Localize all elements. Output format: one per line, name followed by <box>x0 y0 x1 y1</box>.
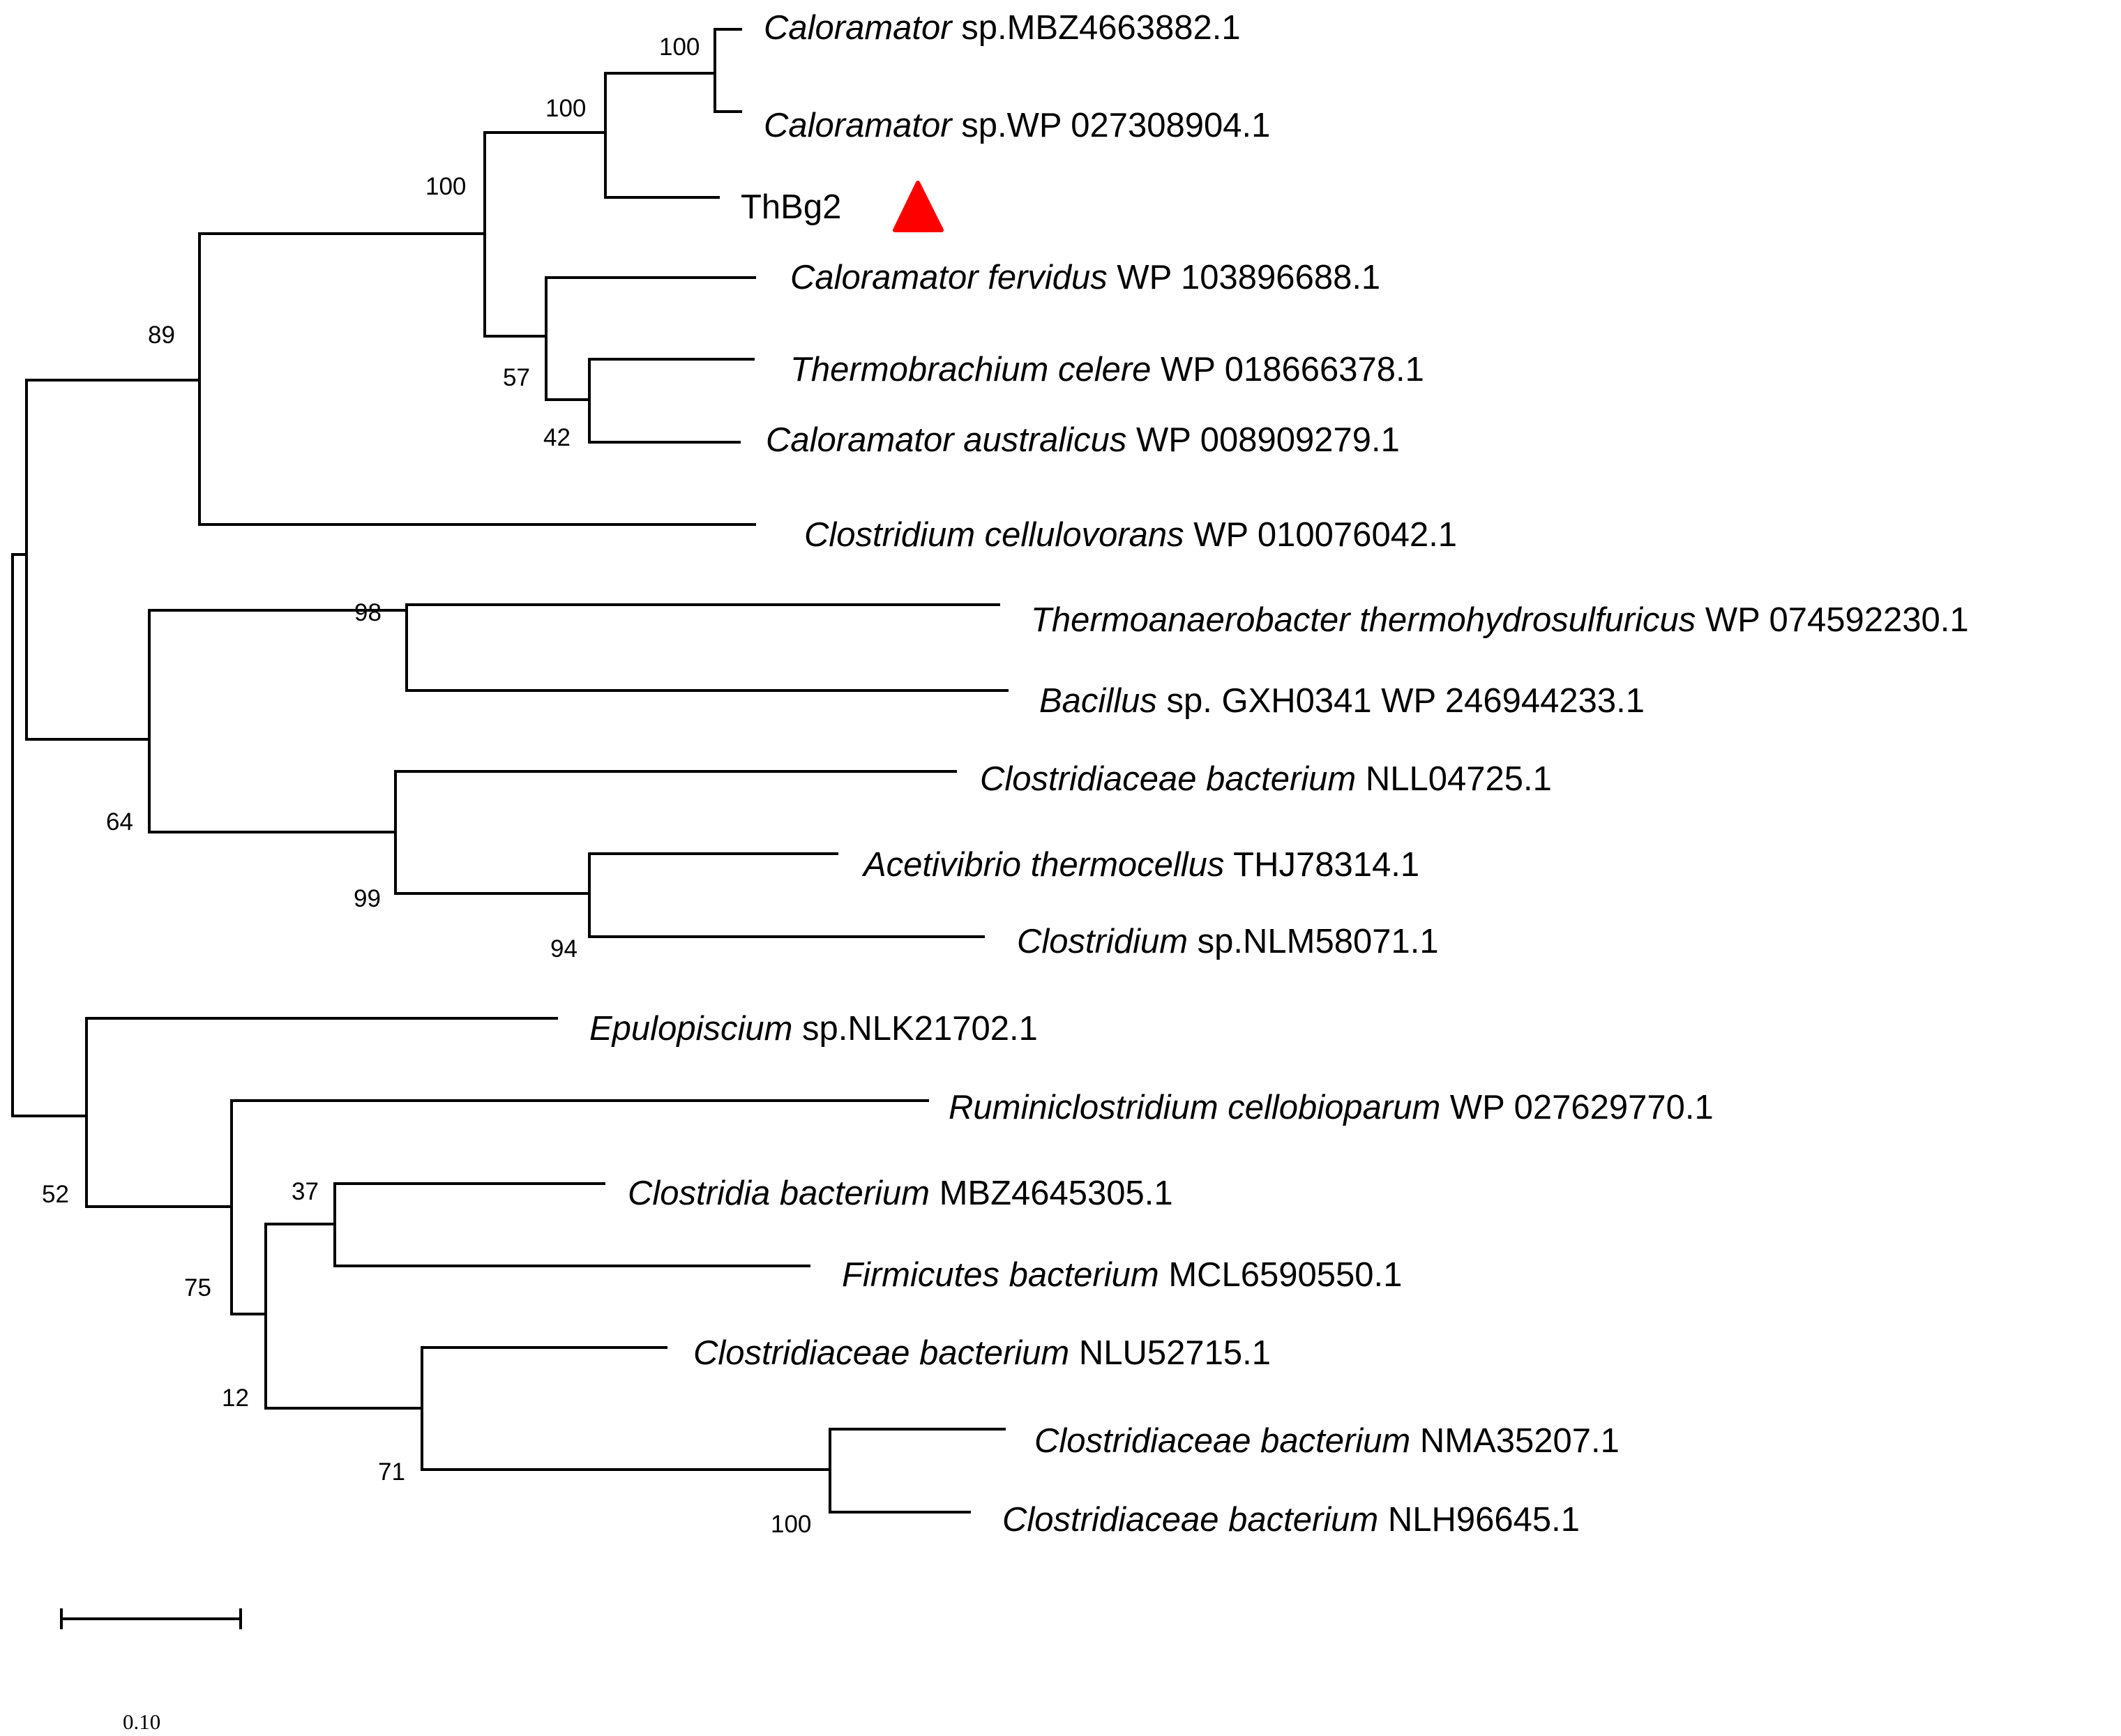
taxon-label: Caloramator australicus WP 008909279.1 <box>766 421 1400 459</box>
bootstrap-value: 100 <box>545 95 586 122</box>
taxon-label: Clostridia bacterium MBZ4645305.1 <box>628 1175 1173 1212</box>
bootstrap-value: 100 <box>659 33 700 61</box>
taxon-label: Clostridium cellulovorans WP 010076042.1 <box>804 516 1457 554</box>
bootstrap-value: 100 <box>771 1511 811 1538</box>
taxon-label: Clostridium sp.NLM58071.1 <box>1017 923 1439 960</box>
bootstrap-value: 57 <box>503 364 530 391</box>
taxon-label: Ruminiclostridium cellobioparum WP 02762… <box>949 1089 1714 1126</box>
tree-branches <box>11 28 1009 1514</box>
taxon-label: Clostridiaceae bacterium NLU52715.1 <box>693 1334 1271 1372</box>
taxon-label: Firmicutes bacterium MCL6590550.1 <box>842 1256 1402 1294</box>
bootstrap-value: 100 <box>425 173 466 200</box>
bootstrap-value: 64 <box>106 808 133 836</box>
taxon-label: Caloramator fervidus WP 103896688.1 <box>790 259 1380 296</box>
taxon-label: Epulopiscium sp.NLK21702.1 <box>589 1010 1038 1048</box>
taxon-label: Caloramator sp.WP 027308904.1 <box>764 107 1270 144</box>
scale-bar: 0.10 <box>60 1608 242 1734</box>
bootstrap-value: 75 <box>184 1274 211 1301</box>
bootstrap-value: 94 <box>550 935 578 963</box>
taxon-label: Clostridiaceae bacterium NMA35207.1 <box>1034 1422 1620 1460</box>
taxon-label: Clostridiaceae bacterium NLH96645.1 <box>1002 1501 1580 1539</box>
taxon-label: Clostridiaceae bacterium NLL04725.1 <box>980 760 1552 798</box>
taxon-label: Caloramator sp.MBZ4663882.1 <box>764 9 1241 47</box>
taxon-label: Thermobrachium celere WP 018666378.1 <box>790 351 1424 388</box>
bootstrap-value: 71 <box>378 1458 405 1486</box>
branch-upper-stem <box>11 379 28 556</box>
red-triangle-marker <box>893 181 944 232</box>
bootstrap-value: 99 <box>354 885 381 912</box>
taxon-labels: Caloramator sp.MBZ4663882.1 Caloramator … <box>589 9 1969 1539</box>
bootstrap-value: 42 <box>543 424 571 451</box>
bootstrap-value: 52 <box>42 1181 69 1208</box>
scale-bar-label: 0.10 <box>123 1709 160 1734</box>
bootstrap-value: 98 <box>354 599 382 626</box>
taxon-label-thbg2: ThBg2 <box>741 188 841 226</box>
bootstrap-value: 12 <box>222 1384 249 1412</box>
bootstrap-value: 37 <box>292 1178 319 1205</box>
taxon-label: Acetivibrio thermocellus THJ78314.1 <box>861 846 1419 884</box>
bootstrap-values: 100 100 100 57 42 89 98 99 94 64 37 12 7… <box>42 33 811 1538</box>
taxon-label: Bacillus sp. GXH0341 WP 246944233.1 <box>1039 682 1645 720</box>
bootstrap-value: 89 <box>148 322 175 349</box>
taxon-label: Thermoanaerobacter thermohydrosulfuricus… <box>1031 601 1969 639</box>
